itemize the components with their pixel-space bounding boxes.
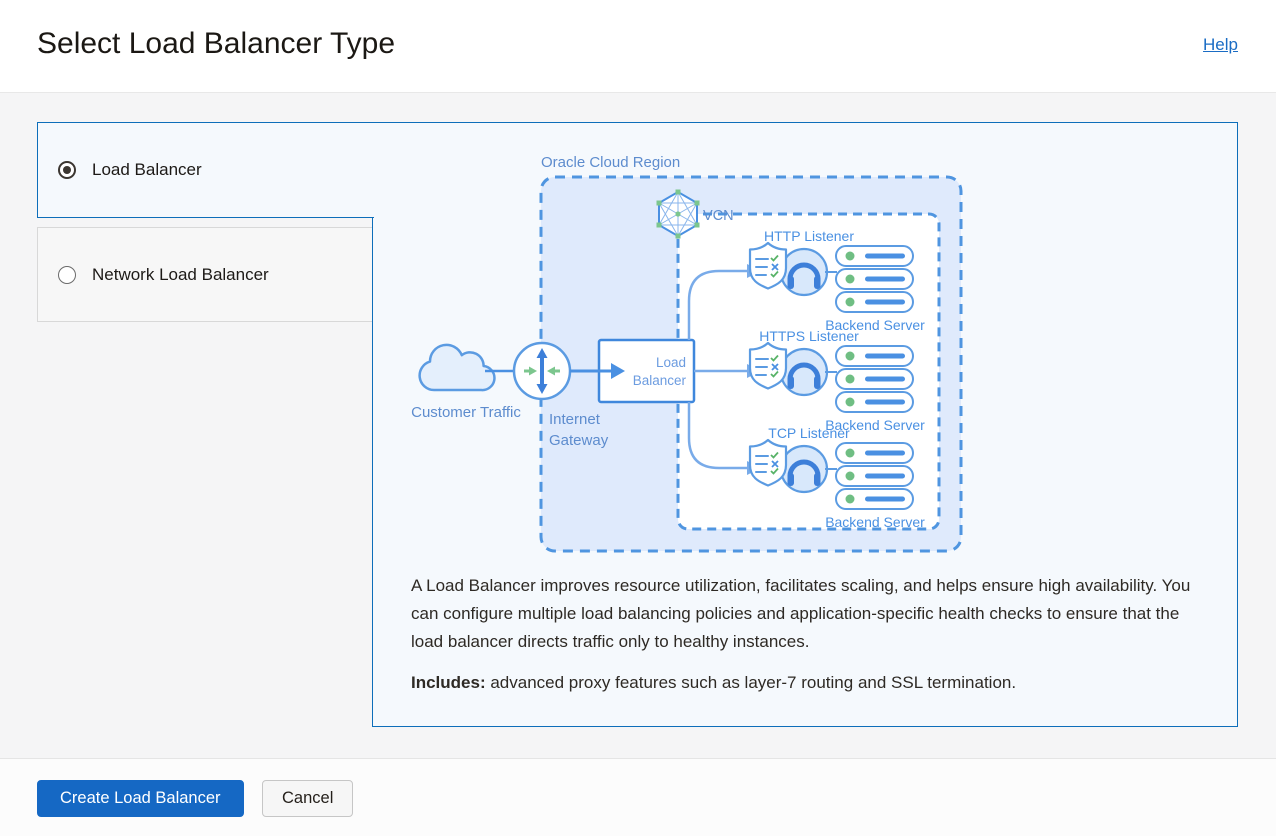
internet-gateway-icon	[512, 341, 572, 401]
listener-label: HTTPS Listener	[759, 328, 859, 344]
load-balancer-architecture-diagram: Oracle Cloud Region VCN	[411, 154, 963, 553]
backend-server-icon	[835, 442, 914, 510]
backend-server-label: Backend Server	[825, 514, 925, 530]
option-description: A Load Balancer improves resource utiliz…	[411, 572, 1197, 697]
page-title: Select Load Balancer Type	[37, 27, 396, 60]
backend-server-icon	[835, 245, 914, 313]
option-card-network-load-balancer[interactable]: Network Load Balancer	[37, 227, 372, 322]
includes-paragraph: Includes: advanced proxy features such a…	[411, 669, 1197, 697]
detail-panel: Oracle Cloud Region VCN	[372, 122, 1238, 727]
load-balancer-node-label-line2: Balancer	[633, 373, 687, 388]
health-check-shield-icon	[748, 241, 788, 290]
vcn-icon	[656, 189, 700, 239]
cancel-button[interactable]: Cancel	[262, 780, 354, 817]
action-footer: Create Load Balancer Cancel	[0, 758, 1276, 836]
create-load-balancer-button[interactable]: Create Load Balancer	[37, 780, 244, 817]
load-balancer-type-selector: Oracle Cloud Region VCN	[37, 122, 1238, 727]
option-label-load-balancer: Load Balancer	[92, 160, 202, 179]
backend-server-icon	[835, 345, 914, 413]
health-check-shield-icon	[748, 438, 788, 487]
includes-text: advanced proxy features such as layer-7 …	[485, 673, 1017, 692]
region-label: Oracle Cloud Region	[541, 154, 680, 171]
branch-connectors	[687, 269, 747, 470]
includes-label: Includes:	[411, 673, 486, 692]
description-paragraph: A Load Balancer improves resource utiliz…	[411, 576, 1191, 651]
backend-server-label: Backend Server	[825, 417, 925, 433]
option-card-load-balancer[interactable]: Load Balancer	[37, 122, 374, 218]
vcn-label: VCN	[703, 208, 734, 224]
page-header: Select Load Balancer Type Help	[0, 0, 1276, 93]
headphones-listener-icon	[779, 347, 829, 397]
customer-traffic-cloud-icon	[418, 343, 496, 392]
load-balancer-node-label-line1: Load	[656, 355, 686, 370]
listener-label: TCP Listener	[768, 425, 850, 441]
internet-gateway-label-line1: Internet	[549, 411, 601, 428]
help-link[interactable]: Help	[1203, 35, 1238, 54]
radio-network-load-balancer[interactable]	[58, 265, 76, 284]
radio-load-balancer[interactable]	[58, 161, 76, 179]
headphones-listener-icon	[779, 444, 829, 494]
customer-traffic-label: Customer Traffic	[411, 404, 521, 421]
gateway-lb-arrowhead	[611, 363, 625, 379]
listener-group-http: HTTP Listener	[748, 228, 925, 333]
listener-group-tcp: TCP Listener	[748, 425, 925, 530]
listener-group-https: HTTPS Listener	[748, 328, 925, 433]
content-area: Oracle Cloud Region VCN	[0, 93, 1276, 758]
backend-server-label: Backend Server	[825, 317, 925, 333]
listener-label: HTTP Listener	[764, 228, 854, 244]
option-label-network-load-balancer: Network Load Balancer	[92, 264, 269, 284]
internet-gateway-label-line2: Gateway	[549, 432, 609, 449]
headphones-listener-icon	[779, 247, 829, 297]
health-check-shield-icon	[748, 341, 788, 390]
